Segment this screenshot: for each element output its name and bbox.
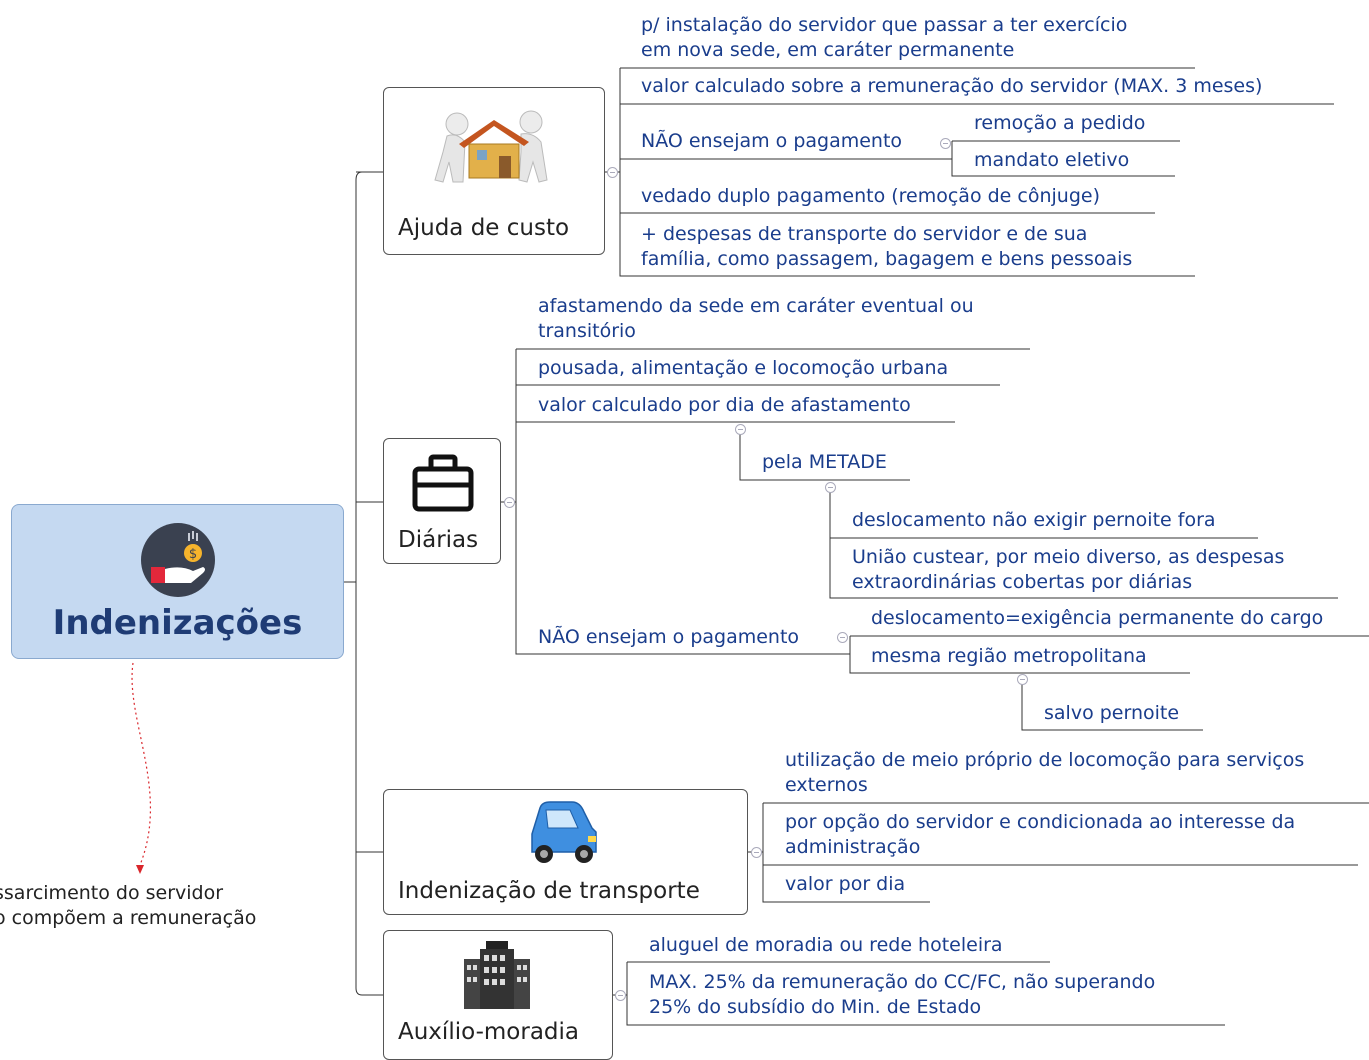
root-title: Indenizações xyxy=(52,603,303,643)
topic-ajuda-de-custo[interactable]: Ajuda de custo xyxy=(383,87,605,255)
collapse-toggle[interactable] xyxy=(1017,674,1028,685)
branch-text[interactable]: vedado duplo pagamento (remoção de cônju… xyxy=(641,185,1100,207)
collapse-toggle[interactable] xyxy=(825,482,836,493)
branch-text[interactable]: administração xyxy=(785,836,921,858)
branch-text[interactable]: pela METADE xyxy=(762,451,887,473)
collapse-toggle[interactable] xyxy=(615,990,626,1001)
hand-money-icon: $ xyxy=(141,523,215,597)
topic-label: Diárias xyxy=(398,527,479,553)
note-line: o compõem a remuneração xyxy=(0,907,257,929)
branch-text[interactable]: em nova sede, em caráter permanente xyxy=(641,39,1015,61)
branch-text[interactable]: pousada, alimentação e locomoção urbana xyxy=(538,357,949,379)
branch-text[interactable]: remoção a pedido xyxy=(974,112,1146,134)
hotel-building-icon xyxy=(460,941,534,1009)
branch-text[interactable]: por opção do servidor e condicionada ao … xyxy=(785,811,1296,833)
briefcase-icon xyxy=(411,453,475,513)
car-icon xyxy=(526,798,602,868)
note-line: ssarcimento do servidor xyxy=(0,882,224,904)
svg-text:$: $ xyxy=(189,547,197,562)
branch-text[interactable]: aluguel de moradia ou rede hoteleira xyxy=(649,934,1003,956)
branch-text[interactable]: externos xyxy=(785,774,868,796)
branch-text[interactable]: valor por dia xyxy=(785,873,906,895)
branch-text[interactable]: afastamendo da sede em caráter eventual … xyxy=(538,295,974,317)
branch-text[interactable]: utilização de meio próprio de locomoção … xyxy=(785,749,1305,771)
branch-text[interactable]: valor calculado sobre a remuneração do s… xyxy=(641,75,1263,97)
branch-text[interactable]: MAX. 25% da remuneração do CC/FC, não su… xyxy=(649,971,1156,993)
collapse-toggle[interactable] xyxy=(504,497,515,508)
branch-text[interactable]: + despesas de transporte do servidor e d… xyxy=(641,223,1088,245)
house-moving-icon xyxy=(429,102,559,202)
branch-text[interactable]: transitório xyxy=(538,320,636,342)
collapse-toggle[interactable] xyxy=(940,138,951,149)
topic-label: Indenização de transporte xyxy=(398,878,700,904)
topic-auxilio-moradia[interactable]: Auxílio-moradia xyxy=(383,930,613,1060)
branch-text[interactable]: família, como passagem, bagagem e bens p… xyxy=(641,248,1133,270)
branch-text[interactable]: mandato eletivo xyxy=(974,149,1130,171)
branch-text[interactable]: 25% do subsídio do Min. de Estado xyxy=(649,996,982,1018)
branch-text[interactable]: NÃO ensejam o pagamento xyxy=(641,130,903,152)
branch-text[interactable]: deslocamento=exigência permanente do car… xyxy=(871,607,1324,629)
branch-text[interactable]: valor calculado por dia de afastamento xyxy=(538,394,911,416)
root-topic[interactable]: $ Indenizações xyxy=(11,504,344,659)
branch-text[interactable]: deslocamento não exigir pernoite fora xyxy=(852,509,1216,531)
branch-text[interactable]: mesma região metropolitana xyxy=(871,645,1147,667)
topic-indenizacao-transporte[interactable]: Indenização de transporte xyxy=(383,789,748,915)
branch-text[interactable]: extraordinárias cobertas por diárias xyxy=(852,571,1193,593)
branch-text[interactable]: NÃO ensejam o pagamento xyxy=(538,626,800,648)
branch-text[interactable]: União custear, por meio diverso, as desp… xyxy=(852,546,1285,568)
collapse-toggle[interactable] xyxy=(751,847,762,858)
collapse-toggle[interactable] xyxy=(607,167,618,178)
topic-label: Ajuda de custo xyxy=(398,215,570,241)
collapse-toggle[interactable] xyxy=(735,424,746,435)
branch-text[interactable]: p/ instalação do servidor que passar a t… xyxy=(641,14,1128,36)
topic-label: Auxílio-moradia xyxy=(398,1019,580,1045)
branch-text[interactable]: salvo pernoite xyxy=(1044,702,1180,724)
topic-diarias[interactable]: Diárias xyxy=(383,438,501,564)
collapse-toggle[interactable] xyxy=(837,632,848,643)
